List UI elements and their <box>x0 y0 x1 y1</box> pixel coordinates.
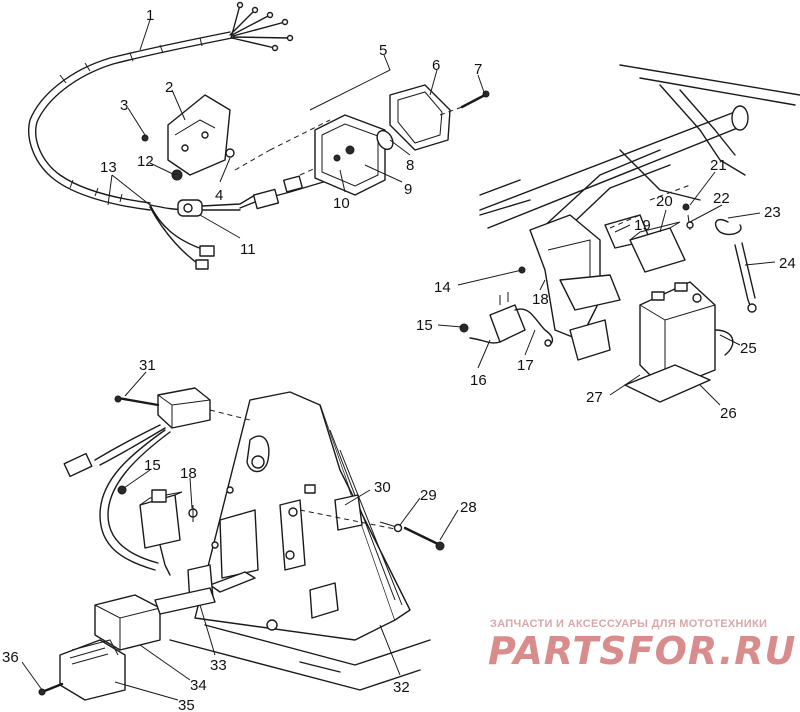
callout-21: 21 <box>710 157 727 174</box>
cdi-box <box>63 387 251 571</box>
callout-9: 9 <box>404 181 412 198</box>
callout-5: 5 <box>379 42 387 59</box>
leader-lines <box>21 19 776 701</box>
battery <box>624 281 734 403</box>
tail-light-lens <box>314 114 386 196</box>
callout-16: 16 <box>470 372 487 389</box>
electrical-panel-assembly <box>169 391 445 691</box>
callout-30: 30 <box>374 479 391 496</box>
callout-32: 32 <box>393 679 410 696</box>
callout-34: 34 <box>190 677 207 694</box>
callout-33: 33 <box>210 657 227 674</box>
callout-15-upper: 15 <box>416 317 433 334</box>
callout-36: 36 <box>2 649 19 666</box>
callout-15-lower: 15 <box>144 457 161 474</box>
callout-6: 6 <box>432 57 440 74</box>
callout-2: 2 <box>165 79 173 96</box>
callout-24: 24 <box>779 255 796 272</box>
watermark: ЗАПЧАСТИ И АКСЕССУАРЫ ДЛЯ МОТОТЕХНИКИ PA… <box>488 618 796 673</box>
callout-35: 35 <box>178 697 195 712</box>
callout-18-upper: 18 <box>532 291 549 308</box>
callout-22: 22 <box>713 190 730 207</box>
wiring-harness-assembly <box>28 1 346 270</box>
battery-strap <box>682 203 757 313</box>
callout-20: 20 <box>656 193 673 210</box>
callout-29: 29 <box>420 487 437 504</box>
callout-11: 11 <box>240 241 256 258</box>
callout-28: 28 <box>460 499 477 516</box>
callout-17: 17 <box>517 357 534 374</box>
callout-23: 23 <box>764 204 781 221</box>
callout-7: 7 <box>474 61 482 78</box>
callout-4: 4 <box>215 187 223 204</box>
callout-10: 10 <box>333 195 350 212</box>
callout-1: 1 <box>146 7 154 24</box>
callout-27: 27 <box>586 389 603 406</box>
callout-labels: 1 2 3 4 5 6 7 8 9 10 11 12 13 14 15 16 1… <box>2 7 796 712</box>
tail-light-cover <box>376 84 490 151</box>
battery-pad <box>624 364 711 403</box>
callout-3: 3 <box>120 97 128 114</box>
watermark-brand: PARTSFOR.RU <box>488 629 796 673</box>
callout-31: 31 <box>139 357 156 374</box>
bracket-part-2 <box>141 94 235 181</box>
watermark-tagline: ЗАПЧАСТИ И АКСЕССУАРЫ ДЛЯ МОТОТЕХНИКИ <box>490 618 767 630</box>
callout-18-lower: 18 <box>180 465 197 482</box>
callout-8: 8 <box>406 157 414 174</box>
callout-26: 26 <box>720 405 737 422</box>
frame-section <box>479 64 800 361</box>
callout-14: 14 <box>434 279 451 296</box>
callout-12: 12 <box>137 153 154 170</box>
callout-25: 25 <box>740 340 757 357</box>
regulator-cover <box>38 639 126 701</box>
callout-19: 19 <box>634 217 651 234</box>
regulator <box>94 587 216 651</box>
callout-13: 13 <box>100 159 117 176</box>
solenoid-lower <box>117 485 198 576</box>
